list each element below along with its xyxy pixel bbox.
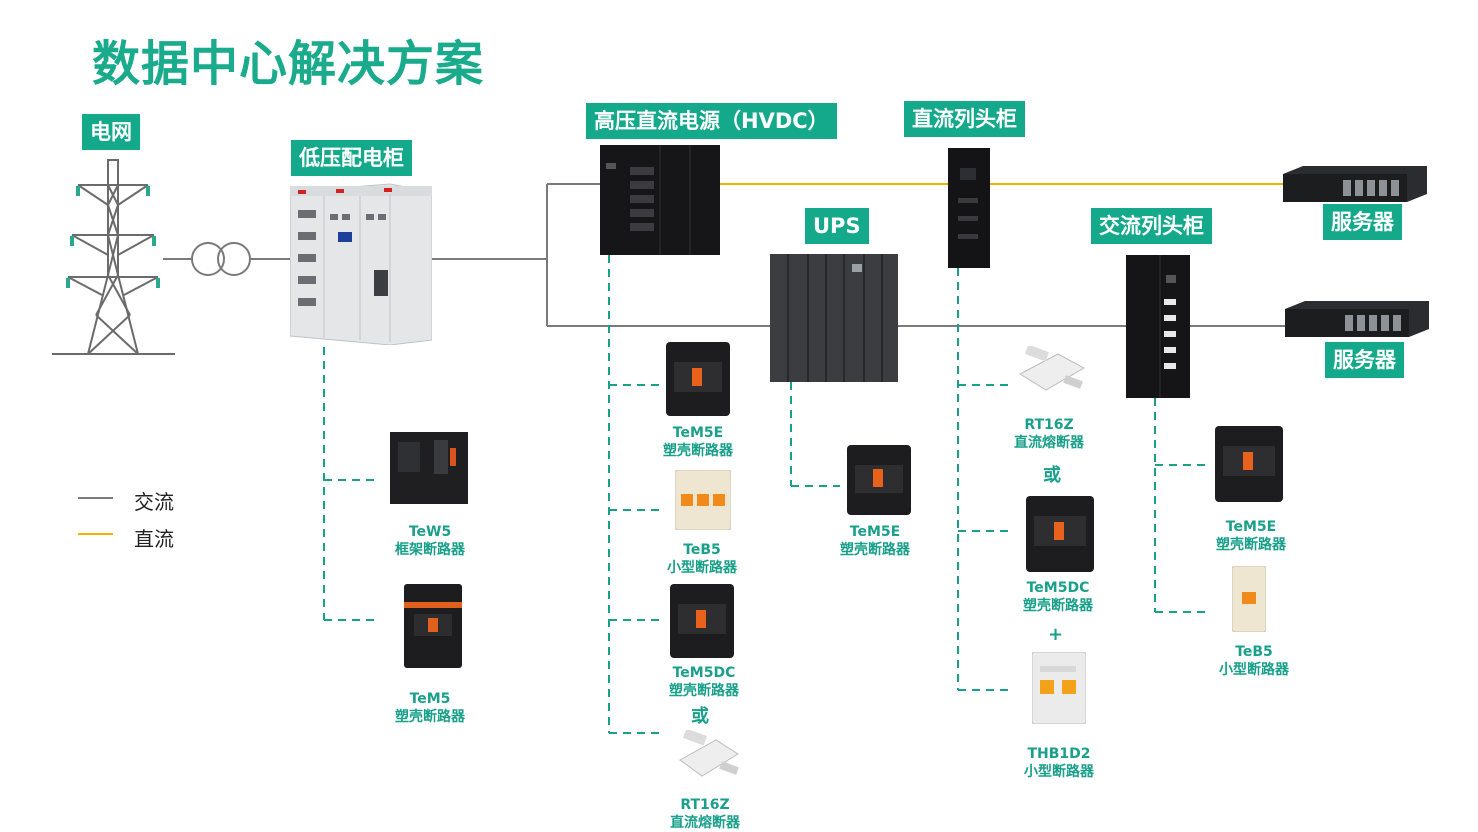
- dc-tem5dc-breaker-image: [1026, 496, 1094, 572]
- hv-rt16z-fuse-image: [679, 730, 739, 777]
- tew5-breaker-image: [390, 432, 468, 504]
- ups-image: [770, 254, 898, 382]
- tag-hvdc: 高压直流电源（HVDC）: [586, 103, 837, 139]
- ac-head-cabinet-image: [1126, 255, 1190, 398]
- power-tower-icon: [52, 159, 175, 355]
- page-title: 数据中心解决方案: [92, 36, 485, 92]
- legend-ac-label: 交流: [134, 490, 174, 514]
- hv-tem5dc-breaker-image: [670, 584, 734, 658]
- transformer-icon: [191, 242, 251, 276]
- dc-rt16z-fuse-image: [1018, 346, 1086, 391]
- tag-ac-head: 交流列头柜: [1091, 208, 1212, 244]
- dc-head-cabinet-image: [948, 148, 990, 268]
- tag-ups: UPS: [805, 208, 869, 244]
- hvdc-image: [600, 145, 720, 255]
- ac-teb5-breaker-image: [1232, 566, 1266, 632]
- tag-dc-head: 直流列头柜: [904, 101, 1025, 137]
- hv-tem5e-breaker-image: [666, 342, 730, 416]
- server-bottom-image: [1285, 301, 1429, 337]
- lv-cabinet-image: [290, 183, 432, 345]
- dc-thb1d2-breaker-image: [1032, 652, 1086, 724]
- tag-lv-cabinet: 低压配电柜: [291, 140, 412, 176]
- tag-server-bottom: 服务器: [1325, 342, 1404, 378]
- connector-or-dc: 或: [1043, 465, 1061, 486]
- tag-grid: 电网: [82, 114, 140, 150]
- ac-tem5e-breaker-image: [1215, 426, 1283, 502]
- legend-dc-label: 直流: [134, 527, 174, 551]
- tag-server-top: 服务器: [1323, 204, 1402, 240]
- ups-tem5e-breaker-image: [847, 445, 911, 515]
- hv-teb5-breaker-image: [675, 470, 731, 530]
- connector-plus-dc: +: [1048, 624, 1064, 645]
- connector-or-hv: 或: [691, 706, 709, 727]
- tem5-breaker-image: [404, 584, 462, 668]
- server-top-image: [1283, 166, 1427, 202]
